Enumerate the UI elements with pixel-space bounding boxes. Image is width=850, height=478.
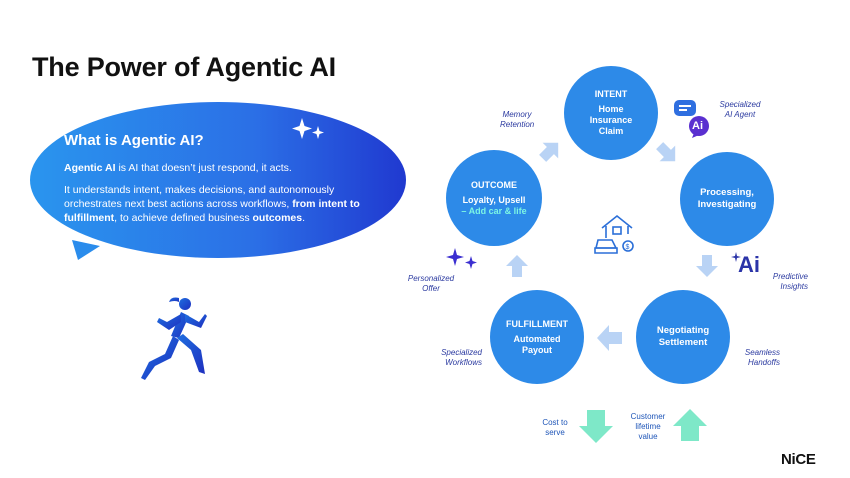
cycle-intent: INTENT Home Insurance Claim bbox=[564, 66, 658, 160]
cycle-outcome: OUTCOME Loyalty, Upsell – Add car & life bbox=[446, 150, 542, 246]
negotiating-body: Negotiating Settlement bbox=[656, 325, 710, 348]
label-personalized-offer: Personalized Offer bbox=[407, 274, 455, 293]
runner-icon bbox=[141, 297, 207, 380]
arrow-down-icon bbox=[579, 410, 613, 443]
bubble-desc-end: . bbox=[302, 212, 306, 224]
cycle-negotiating: Negotiating Settlement bbox=[636, 290, 730, 384]
svg-text:$: $ bbox=[626, 244, 630, 251]
cycle-fulfillment: FULFILLMENT Automated Payout bbox=[490, 290, 584, 384]
chat-ai-badge: Ai bbox=[692, 120, 703, 132]
speech-bubble bbox=[30, 102, 406, 260]
bubble-desc-mid: , to achieve defined business bbox=[114, 212, 253, 224]
label-predictive-insights: Predictive Insights bbox=[772, 272, 808, 291]
label-memory-retention: Memory Retention bbox=[500, 110, 535, 129]
intent-heading: INTENT bbox=[594, 89, 628, 99]
bubble-desc-bold1: from intent to fulfillment bbox=[64, 198, 360, 224]
sparkle-icon bbox=[292, 118, 324, 139]
bubble-definition-text: is AI that doesn’t just respond, it acts… bbox=[115, 162, 292, 174]
arrow-up-icon bbox=[673, 409, 707, 441]
arrow-outcome-intent bbox=[539, 142, 559, 162]
kpi-cost-to-serve: Cost to serve bbox=[542, 418, 568, 437]
nice-logo: NiCE bbox=[781, 451, 816, 468]
label-specialized-workflows: Specialized Workflows bbox=[441, 348, 482, 367]
arrow-negotiating-fulfillment bbox=[597, 325, 622, 351]
sparkle-purple-icon bbox=[446, 248, 477, 269]
bubble-definition: Agentic AI is AI that doesn’t just respo… bbox=[64, 161, 374, 175]
bubble-description: It understands intent, makes decisions, … bbox=[64, 183, 374, 225]
arrow-intent-processing bbox=[656, 142, 676, 162]
outcome-body-main: Loyalty, Upsell bbox=[462, 194, 526, 205]
predictive-ai-badge: Ai bbox=[738, 252, 760, 277]
kpi-customer-lifetime-value: Customer lifetime value bbox=[630, 412, 666, 441]
bubble-heading: What is Agentic AI? bbox=[64, 132, 204, 149]
arrow-fulfillment-outcome bbox=[506, 255, 528, 277]
page-title: The Power of Agentic AI bbox=[32, 52, 336, 82]
intent-body: Home Insurance Claim bbox=[589, 104, 633, 136]
cycle-processing: Processing, Investigating bbox=[680, 152, 774, 246]
processing-body: Processing, Investigating bbox=[697, 187, 757, 210]
label-specialized-agent: Specialized AI Agent bbox=[719, 100, 761, 119]
outcome-heading: OUTCOME bbox=[471, 179, 517, 190]
outcome-body-highlight: – Add car & life bbox=[461, 205, 527, 216]
small-sparkle-icon bbox=[731, 252, 741, 262]
label-seamless-handoffs: Seamless Handoffs bbox=[744, 348, 780, 367]
fulfillment-heading: FULFILLMENT bbox=[506, 318, 568, 329]
chat-ai-icon bbox=[674, 100, 709, 138]
bubble-term: Agentic AI bbox=[64, 162, 116, 174]
fulfillment-body: Automated Payout bbox=[513, 333, 561, 355]
bubble-content: What is Agentic AI? Agentic AI is AI tha… bbox=[64, 132, 374, 233]
bubble-desc-bold2: outcomes bbox=[252, 212, 303, 224]
house-car-icon: $ bbox=[594, 214, 634, 254]
bubble-desc-start: It understands intent, makes decisions, … bbox=[64, 184, 335, 210]
arrow-processing-negotiating bbox=[696, 255, 718, 277]
outcome-body: Loyalty, Upsell – Add car & life bbox=[459, 195, 529, 217]
